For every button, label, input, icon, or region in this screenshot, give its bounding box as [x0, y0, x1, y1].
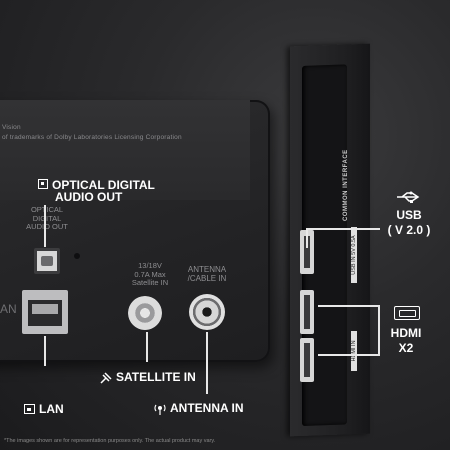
optical-port-label: OPTICAL DIGITAL AUDIO OUT — [26, 205, 68, 231]
hdmi-port-label: HDMI IN — [351, 331, 357, 371]
common-interface-label: COMMON INTERFACE — [343, 149, 349, 221]
hdmi-icon — [394, 306, 420, 320]
callout-line-usb-v — [306, 228, 308, 248]
usb-version-label: ( V 2.0 ) — [387, 223, 431, 237]
optical-callout-line2: AUDIO OUT — [55, 190, 123, 204]
lan-side-text: AN — [0, 302, 17, 316]
hdmi-port-2 — [300, 338, 314, 382]
callout-line-hdmi-bottom — [318, 354, 380, 356]
satellite-port-label: 13/18V 0.7A Max Satellite IN — [131, 261, 169, 287]
usb-port — [300, 230, 314, 274]
lan-port — [22, 290, 68, 334]
lan-icon — [24, 403, 35, 414]
callout-line-usb-h — [306, 228, 380, 230]
usb-port-label: USB IN 5V 0.5A — [351, 227, 357, 283]
antenna-callout-text: ANTENNA IN — [170, 401, 244, 415]
lan-callout-text: LAN — [39, 402, 64, 416]
antenna-port-label: ANTENNA /CABLE IN — [187, 265, 227, 283]
hdmi-port-1 — [300, 290, 314, 334]
panel-screw-hole — [74, 253, 80, 259]
panel-text-vision: Vision — [2, 124, 21, 131]
common-interface-slot: COMMON INTERFACE — [340, 100, 352, 230]
usb-label: USB — [396, 208, 422, 222]
optical-callout-line1: OPTICAL DIGITAL — [52, 178, 155, 192]
callout-line-hdmi-v — [378, 305, 380, 356]
optical-audio-icon — [38, 178, 48, 189]
usb-icon — [396, 190, 424, 204]
satellite-port — [128, 296, 162, 330]
usb-port-label-box: USB IN 5V 0.5A — [344, 227, 364, 288]
lan-callout: LAN — [24, 400, 64, 418]
callout-line-antenna — [206, 332, 208, 394]
callout-line-hdmi-top — [318, 305, 380, 307]
disclaimer: *The images shown are for representation… — [4, 438, 216, 444]
satellite-callout-text: SATELLITE IN — [116, 370, 196, 384]
antenna-port — [189, 294, 225, 330]
satellite-callout: SATELLITE IN — [100, 368, 196, 386]
antenna-icon — [154, 402, 166, 415]
satellite-icon — [100, 371, 112, 384]
antenna-callout: ANTENNA IN — [154, 399, 244, 417]
callout-line-satellite — [146, 332, 148, 362]
hdmi-port-label-box: HDMI IN — [344, 331, 364, 372]
hdmi-count-label: X2 — [398, 341, 414, 355]
optical-callout: OPTICAL DIGITAL — [38, 176, 155, 194]
panel-text-trademark: of trademarks of Dolby Laboratories Lice… — [2, 134, 182, 141]
optical-port — [34, 248, 60, 274]
callout-line-optical — [44, 205, 46, 247]
hdmi-label: HDMI — [390, 326, 422, 340]
callout-line-lan — [44, 336, 46, 366]
